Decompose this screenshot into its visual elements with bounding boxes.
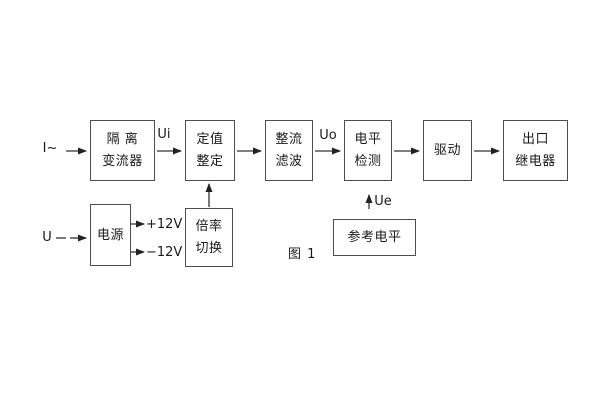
block-ratio-switching: 倍率 切换 bbox=[185, 208, 233, 267]
block-label: 整定 bbox=[196, 154, 224, 169]
block-label: 电平 bbox=[354, 132, 382, 147]
block-isolation-transformer: 隔 离 变流器 bbox=[90, 120, 155, 181]
block-label: 切换 bbox=[195, 241, 223, 256]
label-plus-12v: +12V bbox=[146, 217, 183, 232]
figure-caption: 图 1 bbox=[288, 247, 317, 262]
block-rectify-filter: 整流 滤波 bbox=[265, 120, 313, 181]
block-label: 检测 bbox=[354, 154, 382, 169]
block-level-detection: 电平 检测 bbox=[344, 120, 392, 181]
block-label: 滤波 bbox=[275, 154, 303, 169]
block-label: 倍率 bbox=[195, 219, 223, 234]
block-value-setting: 定值 整定 bbox=[185, 120, 235, 181]
label-ue: Ue bbox=[374, 194, 392, 209]
block-label: 整流 bbox=[275, 132, 303, 147]
block-label: 参考电平 bbox=[347, 230, 402, 245]
block-power-supply: 电源 bbox=[90, 204, 131, 266]
block-output-relay: 出口 继电器 bbox=[503, 120, 568, 181]
block-label: 出口 bbox=[521, 132, 549, 147]
label-minus-12v: −12V bbox=[146, 245, 183, 260]
block-label: 隔 离 bbox=[106, 132, 139, 147]
block-drive: 驱动 bbox=[423, 120, 472, 181]
label-ui: Ui bbox=[157, 127, 171, 142]
block-label: 定值 bbox=[196, 132, 224, 147]
block-label: 驱动 bbox=[433, 143, 461, 158]
block-label: 变流器 bbox=[102, 154, 143, 169]
block-reference-level: 参考电平 bbox=[333, 219, 416, 256]
label-input-current: I~ bbox=[42, 141, 58, 156]
label-input-voltage: U bbox=[42, 230, 52, 245]
block-label: 继电器 bbox=[515, 154, 556, 169]
label-uo: Uo bbox=[319, 128, 337, 143]
block-label: 电源 bbox=[96, 227, 124, 243]
